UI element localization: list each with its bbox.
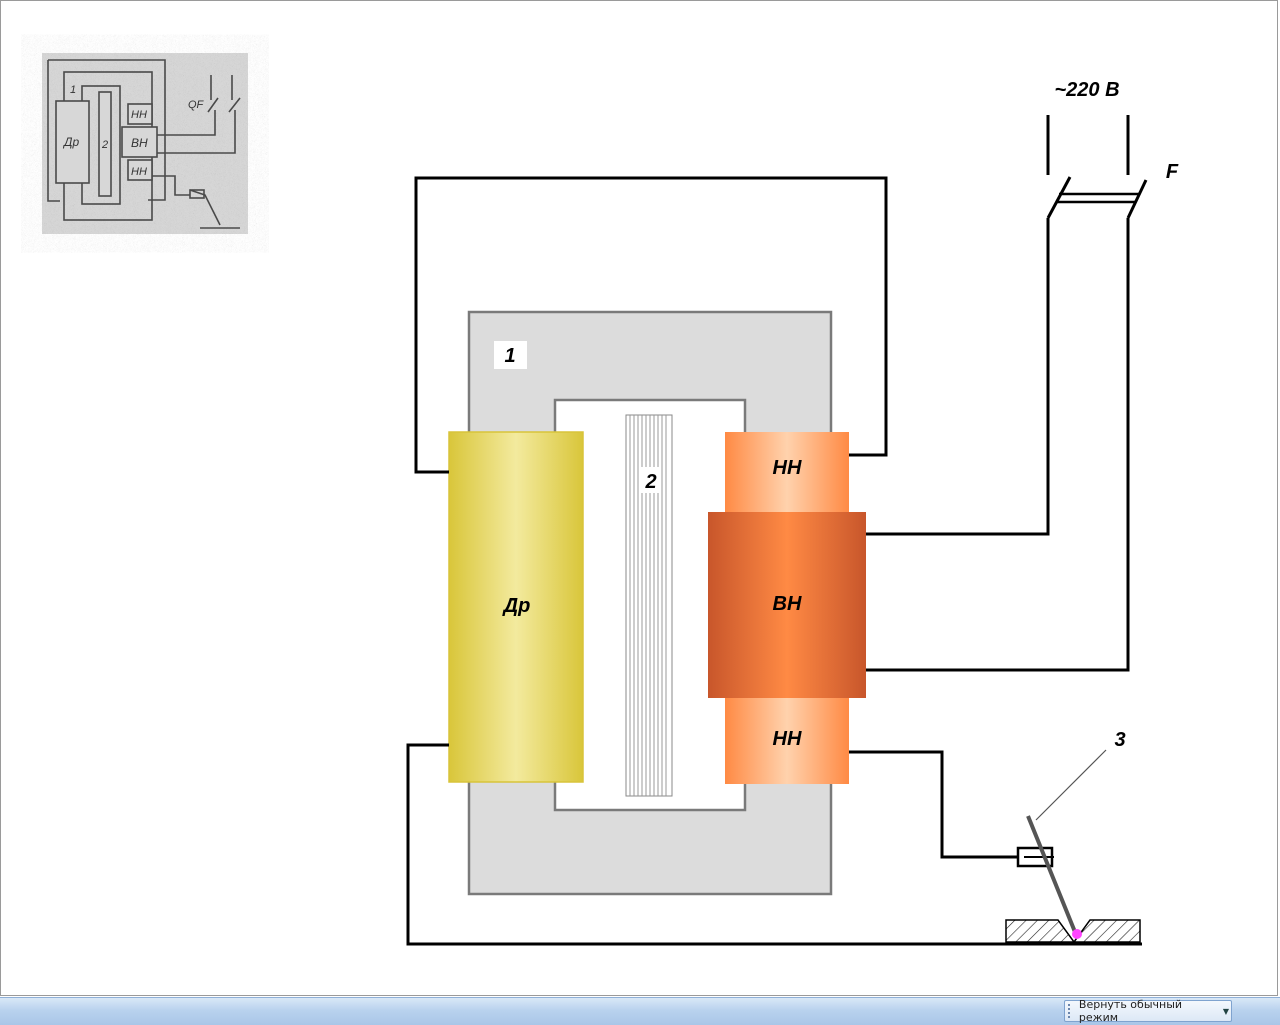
- electrode-leader-line: [1035, 749, 1107, 821]
- hv-winding: [708, 512, 866, 698]
- shunt-label-box: [641, 467, 661, 493]
- core-label: 1: [504, 345, 515, 367]
- circuit-wires: [406, 176, 1142, 946]
- electrode: [1026, 815, 1077, 933]
- choke-winding: [448, 431, 584, 783]
- choke-label: Др: [502, 595, 531, 617]
- thumb-hv-label: ВН: [131, 136, 148, 150]
- chevron-down-icon[interactable]: ▼: [1222, 1006, 1229, 1016]
- wire-choke-to-lv-top: [414, 176, 888, 474]
- wire-lv-to-holder: [849, 750, 1018, 859]
- voltage-label: ~220 В: [1054, 79, 1119, 101]
- welding-transformer-diagram: 1 Др 2 НН ВН НН QF 1 2 Др НН ВН НН: [42, 53, 1179, 946]
- restore-normal-mode-label: Вернуть обычный режим: [1078, 998, 1183, 1024]
- thumb-lv-bottom-label: НН: [131, 166, 147, 178]
- thumb-core-label: 1: [70, 84, 76, 96]
- workpiece: [1005, 919, 1141, 944]
- lv-winding-top: [725, 432, 849, 514]
- electrode-label: 3: [1114, 729, 1125, 751]
- wire-hv-left-supply: [866, 218, 1050, 536]
- shunt-label: 2: [644, 471, 656, 493]
- thumb-choke-label: Др: [62, 135, 79, 149]
- thumb-breaker-label: QF: [188, 99, 205, 111]
- thumbnail-scheme: 1 Др 2 НН ВН НН QF: [42, 53, 248, 234]
- restore-normal-mode-button[interactable]: Вернуть обычный режим ▼: [1064, 998, 1232, 1024]
- lv-winding-bottom: [725, 698, 849, 784]
- welding-arc: [1072, 929, 1082, 939]
- lv-top-label: НН: [773, 457, 802, 479]
- wire-return-to-workpiece: [406, 743, 1142, 946]
- core-label-box: [494, 341, 527, 369]
- switch-f: [1046, 115, 1148, 219]
- fuse-label: F: [1166, 161, 1179, 183]
- wire-hv-right-supply: [866, 218, 1130, 672]
- grip-icon: [1068, 1004, 1076, 1018]
- thumb-lv-top-label: НН: [131, 109, 147, 121]
- thumb-shunt-label: 2: [101, 139, 108, 151]
- status-bar: Вернуть обычный режим ▼: [0, 997, 1280, 1025]
- hv-label: ВН: [773, 593, 802, 615]
- lv-bottom-label: НН: [773, 728, 802, 750]
